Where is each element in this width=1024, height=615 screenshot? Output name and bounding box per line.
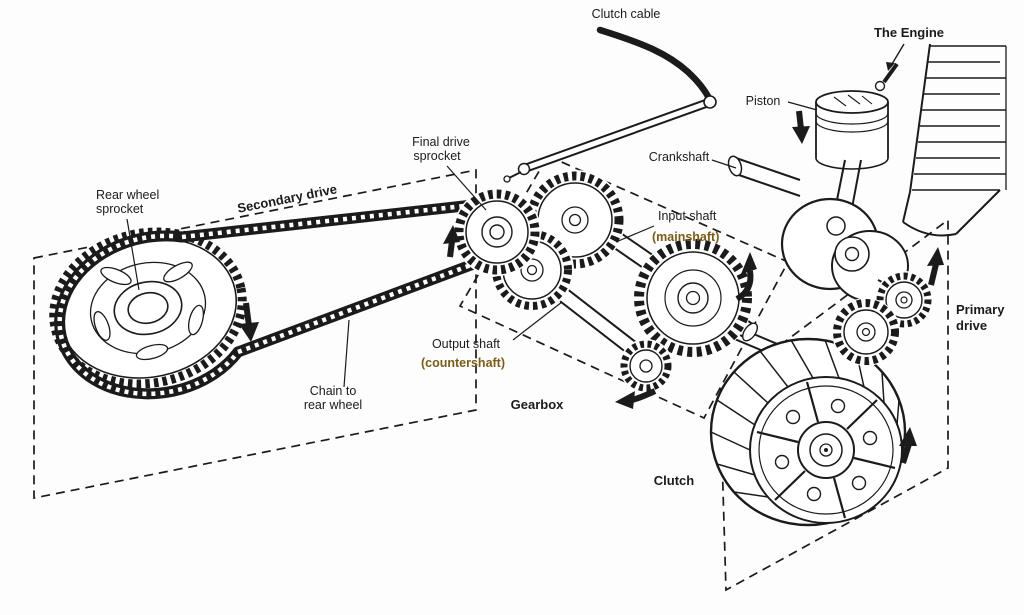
engine-pointer-arrow — [886, 43, 905, 71]
label-pointer-lines — [126, 101, 818, 388]
clutch-label: Clutch — [654, 473, 695, 488]
output-shaft-label: Output shaft — [432, 337, 501, 351]
clutch-cable-line — [596, 26, 714, 104]
output-gear-right — [619, 339, 673, 393]
rotation-arrow-clutch — [899, 427, 917, 464]
engine-cylinder-fins — [902, 43, 1007, 237]
rotation-arrow-primary-drive — [927, 247, 944, 286]
primary-drive-label-line1: Primary — [956, 302, 1005, 317]
rear-wheel-sprocket-label-line1: Rear wheel — [96, 188, 159, 202]
motion-arrow-piston — [792, 110, 810, 144]
the-engine-label: The Engine — [874, 25, 944, 40]
primary-drive-label-line2: drive — [956, 318, 987, 333]
final-drive-sprocket-label-line1: Final drive — [412, 135, 470, 149]
mainshaft-label: (mainshaft) — [652, 230, 719, 244]
chain-to-rear-wheel-label-line1: Chain to — [310, 384, 357, 398]
clutch-spokes — [756, 381, 896, 519]
final-drive-sprocket-gear — [453, 188, 541, 276]
countershaft-label: (countershaft) — [421, 356, 505, 370]
rotation-arrow-input-shaft — [735, 252, 757, 302]
drive-chain — [54, 198, 493, 400]
primary-drive-plane — [719, 218, 949, 592]
primary-drive-gears — [832, 271, 933, 366]
clutch-release-lever — [503, 95, 717, 183]
gearbox-label: Gearbox — [511, 397, 565, 412]
crankshaft-label: Crankshaft — [649, 150, 710, 164]
input-shaft-label: Input shaft — [658, 209, 717, 223]
rotation-arrow-output-shaft — [615, 388, 657, 409]
secondary-drive-label: Secondary drive — [236, 181, 338, 216]
input-gear-right — [633, 238, 753, 358]
clutch-cable-label: Clutch cable — [592, 7, 661, 21]
rear-wheel-sprocket — [48, 227, 248, 389]
clutch-drum — [709, 337, 907, 527]
final-drive-sprocket-label-line2: sprocket — [413, 149, 461, 163]
spark-plug — [874, 62, 899, 92]
clutch-basket-slots — [710, 339, 900, 498]
rotation-arrow-chain — [239, 302, 259, 342]
clutch-bolts — [774, 398, 878, 502]
primary-gear-large — [832, 298, 900, 366]
rotation-arrow-final-sprocket — [443, 225, 460, 258]
crankshaft-assembly — [727, 155, 909, 302]
piston-label: Piston — [746, 94, 781, 108]
piston-assembly — [815, 90, 889, 170]
chain-to-rear-wheel-label-line2: rear wheel — [304, 398, 362, 412]
secondary-drive-plane — [33, 168, 477, 500]
rear-wheel-sprocket-label-line2: sprocket — [96, 202, 144, 216]
